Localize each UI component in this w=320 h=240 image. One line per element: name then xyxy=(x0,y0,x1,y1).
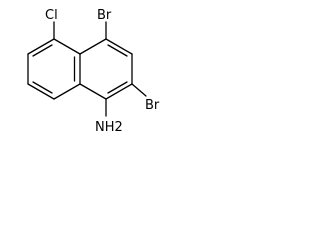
amine-label: NH2 xyxy=(95,120,123,135)
bond-c4a-c5 xyxy=(53,38,81,55)
bond-c5-c6 xyxy=(27,38,55,55)
double-bond-c5-c6 xyxy=(32,44,53,57)
bond-lines xyxy=(27,21,147,117)
bromine-label-right: Br xyxy=(145,98,160,113)
chlorine-label: Cl xyxy=(45,8,58,23)
bond-c1-c8a xyxy=(79,83,107,100)
double-bond-c4-c3 xyxy=(107,44,128,57)
double-bond-c2-c1 xyxy=(107,81,128,94)
bond-c4a-c4 xyxy=(79,38,107,55)
bromine-label-top: Br xyxy=(97,8,112,23)
bond-c2-c1 xyxy=(105,83,133,100)
bond-c7-c8 xyxy=(27,83,55,100)
bond-c8-c8a xyxy=(53,83,81,100)
bond-c2-br xyxy=(131,83,147,97)
double-bond-c7-c8 xyxy=(32,81,53,94)
bond-c4-c3 xyxy=(105,38,133,55)
atom-labels: Cl Br Br NH2 xyxy=(45,8,160,135)
chemical-structure: Cl Br Br NH2 xyxy=(27,8,160,135)
